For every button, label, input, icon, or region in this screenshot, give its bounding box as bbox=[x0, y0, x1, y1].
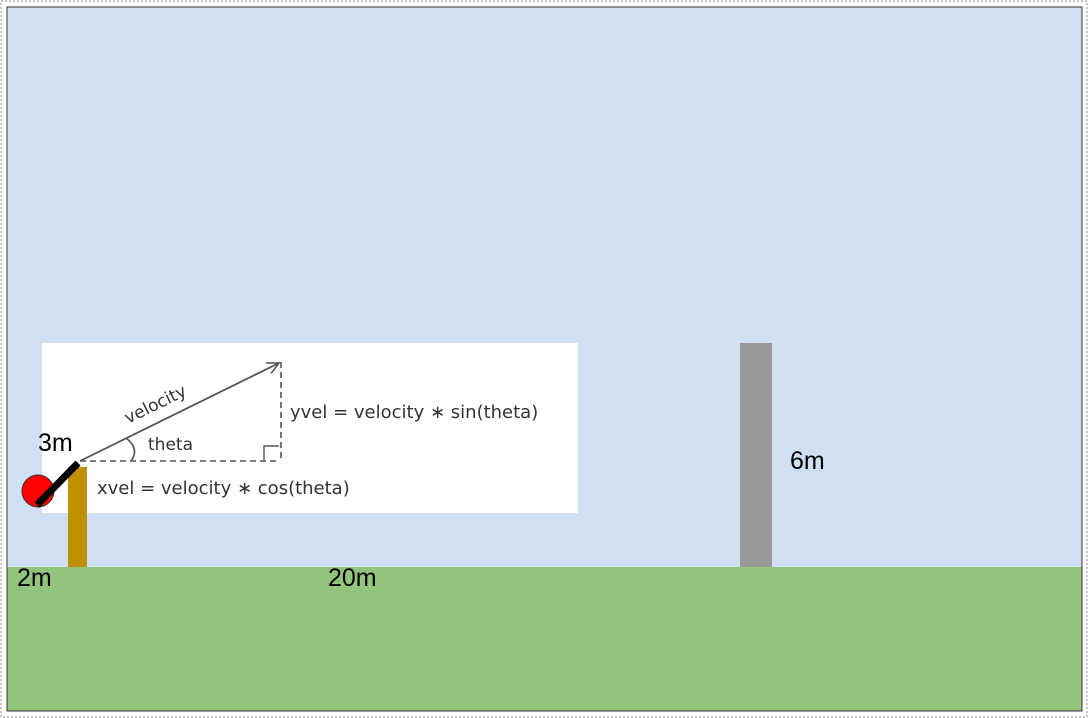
launcher-barrel bbox=[34, 460, 81, 508]
launch-post bbox=[68, 467, 87, 567]
ground-area bbox=[7, 567, 1082, 711]
wall-distance-label: 20m bbox=[328, 564, 377, 592]
velocity-inset-panel bbox=[42, 343, 578, 513]
scene-frame bbox=[6, 6, 1083, 712]
post-distance-label: 2m bbox=[17, 564, 52, 592]
wall-height-label: 6m bbox=[790, 447, 825, 475]
angle-arc bbox=[125, 437, 136, 462]
theta-label: theta bbox=[148, 435, 193, 455]
yvel-equation: yvel = velocity ∗ sin(theta) bbox=[290, 402, 538, 423]
launch-height-label: 3m bbox=[38, 429, 73, 457]
velocity-vector-arrow bbox=[79, 363, 279, 462]
xvel-equation: xvel = velocity ∗ cos(theta) bbox=[97, 478, 350, 499]
wall bbox=[740, 343, 772, 567]
right-angle-marker bbox=[263, 445, 279, 461]
